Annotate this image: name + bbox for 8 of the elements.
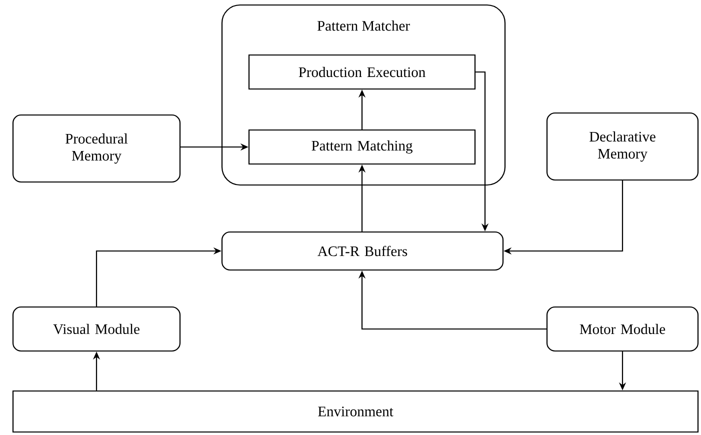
module-box: Visual Module [12,306,181,352]
process-box: Production Execution [248,54,476,90]
process-box: Pattern Matching [248,129,476,165]
module-box: Motor Module [546,306,699,352]
module-box: Procedural Memory [12,114,181,183]
module-box: ACT-R Buffers [221,231,504,271]
module-box: Declarative Memory [546,112,699,181]
environment-bar: Environment [12,390,699,433]
